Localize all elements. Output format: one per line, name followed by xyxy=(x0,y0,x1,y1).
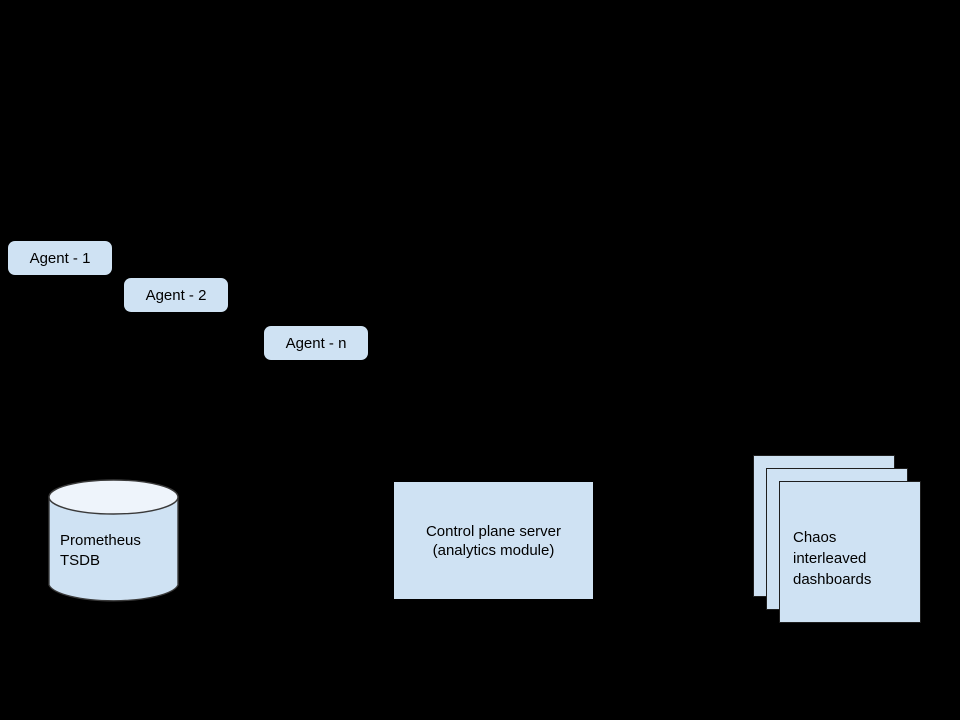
agent-node-1-label: Agent - 1 xyxy=(29,249,91,267)
control-plane-server-label: Control plane server (analytics module) xyxy=(425,522,562,559)
cylinder-shape xyxy=(48,479,179,602)
dashboard-sheet-front xyxy=(779,481,921,623)
prometheus-tsdb-label: Prometheus TSDB xyxy=(60,532,141,569)
chaos-dashboards-node[interactable]: Chaos interleaved dashboards xyxy=(753,455,923,630)
agent-node-n-label: Agent - n xyxy=(285,334,347,352)
agent-node-2[interactable]: Agent - 2 xyxy=(124,278,228,312)
agent-node-n[interactable]: Agent - n xyxy=(264,326,368,360)
chaos-dashboards-label: Chaos interleaved dashboards xyxy=(793,529,872,588)
agent-node-1[interactable]: Agent - 1 xyxy=(8,241,112,275)
agent-node-2-label: Agent - 2 xyxy=(145,286,207,304)
control-plane-server-node[interactable]: Control plane server (analytics module) xyxy=(394,482,593,599)
prometheus-tsdb-node[interactable]: Prometheus TSDB xyxy=(48,479,179,603)
